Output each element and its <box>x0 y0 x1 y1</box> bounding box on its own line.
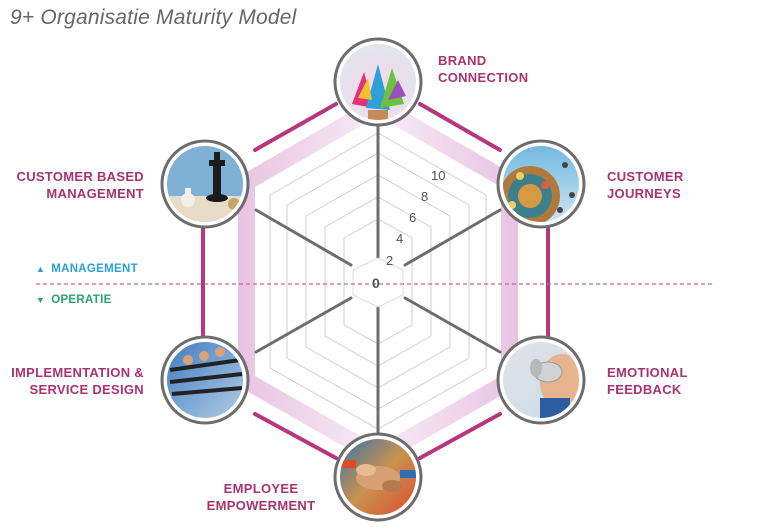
customer-journeys-line2: JOURNEYS <box>607 186 681 201</box>
page-title: 9+ Organisatie Maturity Model <box>10 6 297 29</box>
axis-spokes <box>254 118 502 442</box>
management-label: ▲ MANAGEMENT <box>36 263 138 275</box>
scale-label-10: 10 <box>431 168 445 183</box>
customer-journeys-node <box>496 139 586 229</box>
employee-empowerment-line2: EMPOWERMENT <box>206 498 316 513</box>
emotional-feedback-node <box>496 335 586 425</box>
customer-journeys-line1: CUSTOMER <box>607 169 684 184</box>
center-hexagon <box>352 257 404 308</box>
operatie-label: ▼ OPERATIE <box>36 294 112 306</box>
scale-label-2: 2 <box>386 253 393 268</box>
emotional-feedback-line2: FEEDBACK <box>607 382 682 397</box>
brand-connection-label: BRAND CONNECTION <box>438 52 528 86</box>
employee-empowerment-node <box>333 432 423 522</box>
operatie-text: OPERATIE <box>51 294 112 306</box>
scale-label-6: 6 <box>409 210 416 225</box>
employee-empowerment-line1: EMPLOYEE <box>223 481 299 496</box>
carousel-ride-photo <box>503 146 579 222</box>
emotional-feedback-label: EMOTIONAL FEEDBACK <box>607 364 688 398</box>
center-value: 0 <box>372 275 380 291</box>
implementation-service-design-label: IMPLEMENTATION & SERVICE DESIGN <box>4 364 144 398</box>
implementation-service-design-line1: IMPLEMENTATION & <box>11 365 144 380</box>
scale-labels: 2 4 6 8 10 <box>386 168 445 268</box>
tin-can-phone-photo <box>503 342 579 418</box>
management-text: MANAGEMENT <box>51 263 138 275</box>
emotional-feedback-line1: EMOTIONAL <box>607 365 688 380</box>
chess-pieces-photo <box>167 146 243 222</box>
brand-connection-line1: BRAND <box>438 53 487 68</box>
customer-based-management-label: CUSTOMER BASED MANAGEMENT <box>4 168 144 202</box>
customer-journeys-label: CUSTOMER JOURNEYS <box>607 168 684 202</box>
scale-label-8: 8 <box>421 189 428 204</box>
brand-connection-line2: CONNECTION <box>438 70 529 85</box>
implementation-service-design-line2: SERVICE DESIGN <box>29 382 144 397</box>
shopping-bags-photo <box>340 44 416 120</box>
brand-connection-node <box>333 37 423 127</box>
scale-label-4: 4 <box>396 231 403 246</box>
rowing-team-photo <box>167 342 243 418</box>
customer-based-management-line2: MANAGEMENT <box>46 186 144 201</box>
outer-hexagon <box>201 102 550 460</box>
employee-empowerment-label: EMPLOYEE EMPOWERMENT <box>198 480 324 514</box>
customer-based-management-node <box>160 139 250 229</box>
implementation-service-design-node <box>160 335 250 425</box>
stacked-hands-photo <box>340 439 416 515</box>
customer-based-management-line1: CUSTOMER BASED <box>16 169 144 184</box>
chevron-up-icon: ▲ <box>36 264 46 274</box>
chevron-down-icon: ▼ <box>36 295 46 305</box>
